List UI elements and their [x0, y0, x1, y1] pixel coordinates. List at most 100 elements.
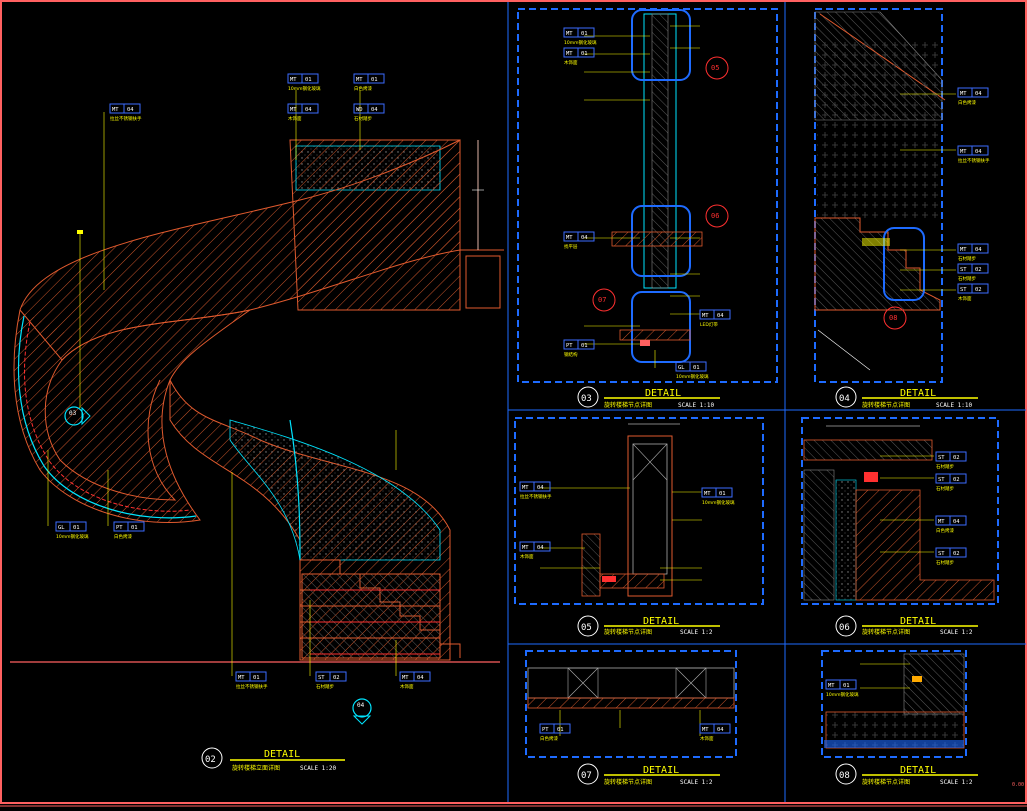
tag-number: 04	[953, 519, 960, 525]
tag-note: 白色烤漆	[354, 85, 372, 92]
corner-note: 0.00	[1012, 782, 1024, 788]
stair-stringer-curl	[13, 309, 251, 523]
material-tag: ST 02 石材踏步	[935, 473, 967, 492]
tag-code: ST	[318, 675, 325, 681]
panel-02-leaders	[47, 90, 397, 676]
tag-number: 01	[693, 365, 700, 371]
svg-text:SCALE 1:2: SCALE 1:2	[940, 779, 973, 786]
tag-note: 拉丝不锈钢扶手	[110, 115, 142, 122]
tag-code: MT	[356, 77, 363, 83]
tag-number: 04	[717, 313, 724, 319]
tag-number: 01	[581, 51, 588, 57]
svg-text:07: 07	[581, 771, 592, 781]
section-marker-04: 04	[352, 698, 372, 725]
tag-code: ST	[938, 477, 945, 483]
tag-note: 10mm钢化玻璃	[288, 85, 321, 92]
svg-text:SCALE 1:20: SCALE 1:20	[300, 765, 337, 772]
tag-code: ST	[960, 287, 967, 293]
tag-note: 10mm钢化玻璃	[826, 691, 859, 698]
tag-code: PT	[116, 525, 123, 531]
panel-03-detail: 05 06 07	[517, 8, 778, 383]
panel-05-detail	[514, 417, 764, 605]
tag-note: 石材踏步	[316, 683, 334, 690]
svg-text:04: 04	[839, 394, 850, 404]
tag-code: MT	[960, 149, 967, 155]
svg-text:旋转楼梯立面详图: 旋转楼梯立面详图	[232, 764, 280, 772]
tag-code: ST	[938, 551, 945, 557]
tag-number: 04	[581, 235, 588, 241]
tag-code: MT	[960, 91, 967, 97]
tag-code: PT	[542, 727, 549, 733]
title-block-08: 08 DETAIL 旋转楼梯节点详图 SCALE 1:2	[835, 763, 978, 786]
tag-code: MT	[702, 313, 709, 319]
tag-note: 石材踏步	[936, 485, 954, 492]
tag-number: 04	[127, 107, 134, 113]
svg-text:SCALE 1:10: SCALE 1:10	[936, 402, 973, 409]
title-block-02: 02 DETAIL 旋转楼梯立面详图 SCALE 1:20	[201, 747, 345, 772]
svg-text:旋转楼梯节点详图: 旋转楼梯节点详图	[862, 401, 910, 409]
tag-number: 04	[371, 107, 378, 113]
tag-code: MT	[290, 107, 297, 113]
tag-code: MT	[238, 675, 245, 681]
tag-code: MT	[702, 727, 709, 733]
svg-text:DETAIL: DETAIL	[643, 765, 679, 776]
svg-text:DETAIL: DETAIL	[645, 388, 681, 399]
tag-code: MT	[522, 485, 529, 491]
tag-code: MT	[938, 519, 945, 525]
tag-code: MT	[828, 683, 835, 689]
svg-text:旋转楼梯节点详图: 旋转楼梯节点详图	[604, 401, 652, 409]
svg-text:旋转楼梯节点详图: 旋转楼梯节点详图	[862, 778, 910, 786]
tag-number: 02	[975, 287, 982, 293]
tag-code: ST	[960, 267, 967, 273]
tag-code: MT	[290, 77, 297, 83]
title-block-03: 03 DETAIL 旋转楼梯节点详图 SCALE 1:10	[577, 386, 720, 409]
tag-note: 石材踏步	[354, 115, 372, 122]
tag-note: 石材踏步	[958, 255, 976, 262]
stair-steps	[300, 559, 461, 659]
tag-number: 01	[581, 31, 588, 37]
tag-number: 02	[333, 675, 340, 681]
panel-07-detail	[525, 650, 737, 758]
svg-text:旋转楼梯节点详图: 旋转楼梯节点详图	[604, 628, 652, 636]
tag-note: 10mm钢化玻璃	[676, 373, 709, 380]
tag-number: 04	[537, 485, 544, 491]
tag-note: 木饰面	[564, 59, 578, 66]
tag-number: 04	[717, 727, 724, 733]
tag-note: 木饰面	[958, 295, 972, 302]
stair-stringer-upper	[19, 139, 461, 361]
title-block-07: 07 DETAIL 旋转楼梯节点详图 SCALE 1:2	[577, 763, 720, 786]
tag-note: 10mm钢化玻璃	[56, 533, 89, 540]
tag-code: MT	[566, 235, 573, 241]
svg-text:旋转楼梯节点详图: 旋转楼梯节点详图	[604, 778, 652, 786]
svg-text:DETAIL: DETAIL	[900, 388, 936, 399]
svg-text:旋转楼梯节点详图: 旋转楼梯节点详图	[862, 628, 910, 636]
tag-number: 01	[581, 343, 588, 349]
tag-note: 拉丝不锈钢扶手	[236, 683, 268, 690]
tag-note: 白色烤漆	[114, 533, 132, 540]
tag-note: 拉丝不锈钢扶手	[958, 157, 990, 164]
tag-number: 01	[131, 525, 138, 531]
tag-code: GL	[678, 365, 685, 371]
svg-text:04: 04	[357, 702, 365, 709]
title-block-06: 06 DETAIL 旋转楼梯节点详图 SCALE 1:2	[835, 615, 978, 637]
tag-code: GL	[58, 525, 65, 531]
tag-number: 01	[371, 77, 378, 83]
svg-text:SCALE 1:2: SCALE 1:2	[680, 779, 713, 786]
tag-number: 02	[953, 551, 960, 557]
tag-note: 木饰面	[288, 115, 302, 122]
tag-number: 02	[953, 477, 960, 483]
tag-code: MT	[960, 247, 967, 253]
